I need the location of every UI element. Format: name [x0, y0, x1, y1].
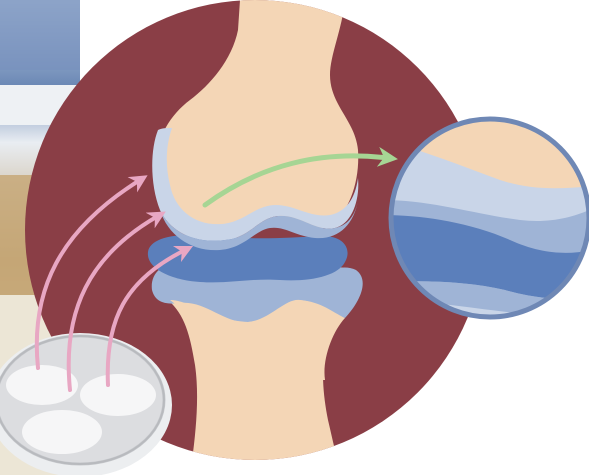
- meniscus: [148, 235, 348, 283]
